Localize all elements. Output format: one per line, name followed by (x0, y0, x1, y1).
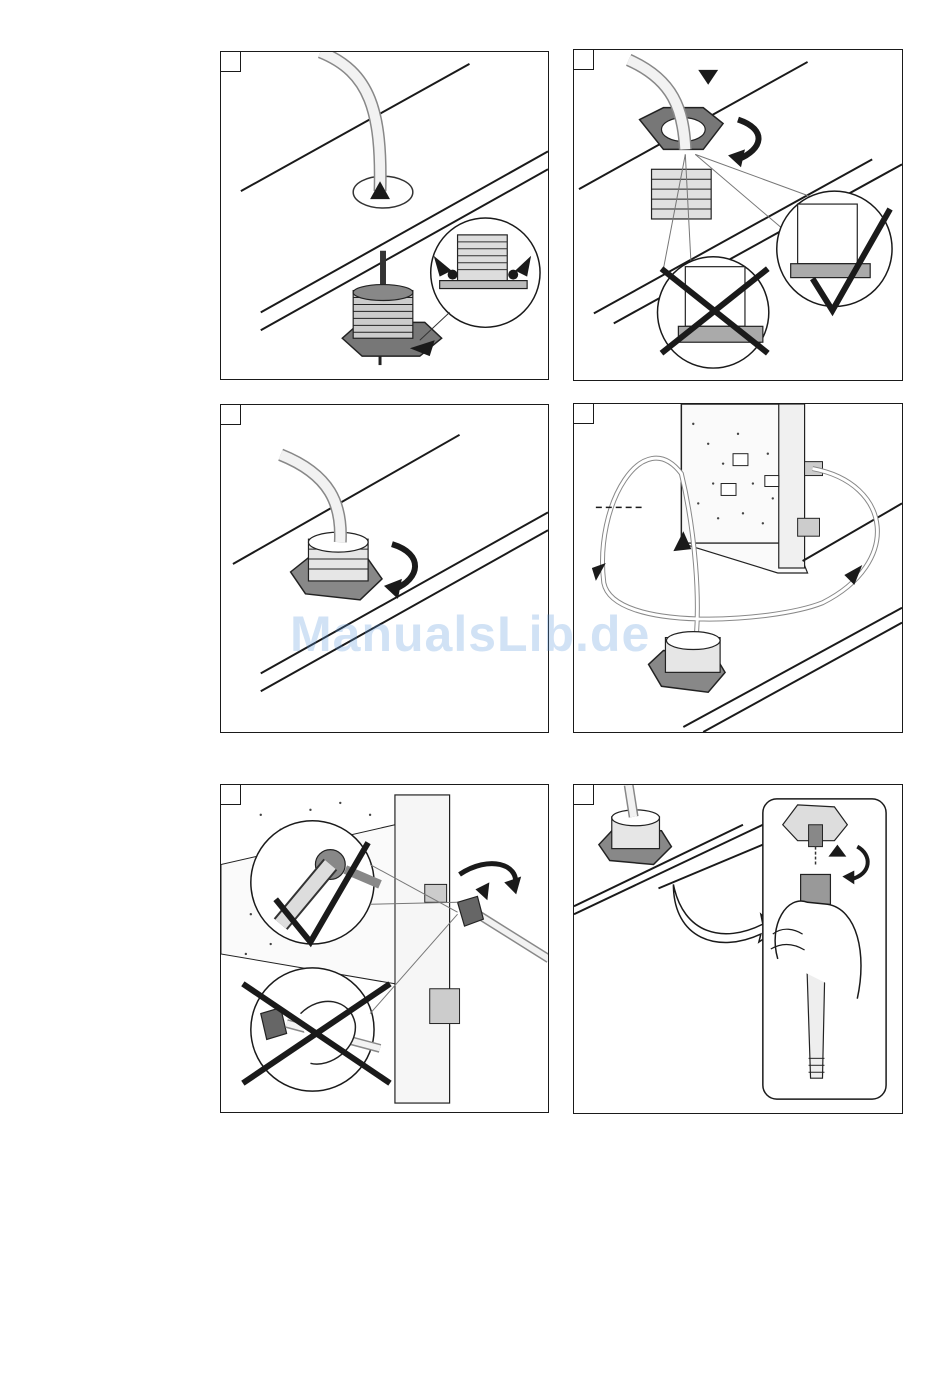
illustration-connector-tightening (221, 785, 548, 1112)
illustration-antenna-mounting (574, 785, 902, 1113)
step-number-box (574, 785, 594, 805)
illustration-gland-tighten (221, 405, 548, 732)
illustration-cable-through-hole (221, 52, 548, 379)
illustration-cable-routing (574, 404, 902, 732)
step-panel-3 (220, 404, 549, 733)
step-panel-6 (573, 784, 903, 1114)
step-panel-2 (573, 49, 903, 381)
watermark-logo: ManualsLib.de (290, 605, 650, 663)
step-panel-4 (573, 403, 903, 733)
step-number-box (221, 405, 241, 425)
step-panel-1 (220, 51, 549, 380)
step-number-box (221, 52, 241, 72)
illustration-nut-fastening (574, 50, 902, 380)
step-number-box (574, 404, 594, 424)
step-panel-5 (220, 784, 549, 1113)
step-number-box (574, 50, 594, 70)
step-number-box (221, 785, 241, 805)
